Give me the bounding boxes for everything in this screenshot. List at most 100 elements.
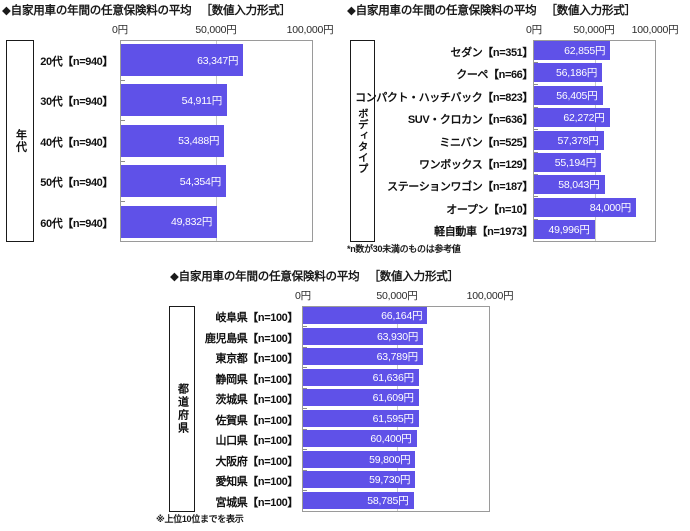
category-label: オープン【n=10】	[446, 203, 533, 216]
chart-bodytype-plot: ボディタイプ セダン【n=351】 62,855円 クーペ【n=66】 56,1…	[345, 40, 690, 244]
bar-value: 49,996円	[548, 224, 590, 237]
chart-bodytype-rows: セダン【n=351】 62,855円 クーペ【n=66】 56,186円 コンパ…	[345, 40, 690, 242]
category-label: 30代【n=940】	[40, 96, 113, 109]
bar-value: 58,785円	[367, 494, 409, 507]
bar: 53,488円	[121, 124, 225, 157]
bar: 56,186円	[534, 63, 603, 83]
bar: 49,832円	[121, 205, 218, 238]
bar: 57,378円	[534, 130, 604, 150]
bar-row: 軽自動車【n=1973】 49,996円	[345, 219, 690, 241]
bar-row: 佐賀県【n=100】 61,595円	[156, 409, 556, 430]
axis-tick-50000: 50,000円	[573, 24, 615, 36]
bar-value: 56,186円	[555, 67, 598, 80]
chart-bodytype: ◆自家用車の年間の任意保険料の平均［数値入力形式］ 0円 50,000円 100…	[345, 2, 690, 254]
chart-age-title: ◆自家用車の年間の任意保険料の平均［数値入力形式］	[2, 2, 345, 18]
category-label: 軽自動車【n=1973】	[434, 226, 533, 239]
category-label: 茨城県【n=100】	[215, 394, 299, 406]
tickmark	[534, 129, 538, 131]
tickmark	[121, 201, 125, 203]
chart-age-title-bracket: ［数値入力形式］	[200, 5, 291, 17]
bar: 63,347円	[121, 44, 244, 76]
bar-row: 40代【n=940】 53,488円	[0, 121, 345, 162]
category-label: 静岡県【n=100】	[215, 373, 299, 386]
bar-row: コンパクト・ハッチバック【n=823】 56,405円	[345, 85, 690, 108]
chart-bodytype-note: *n数が30未満のものは参考値	[347, 244, 461, 254]
bar-value: 53,488円	[178, 135, 220, 148]
tickmark	[303, 469, 307, 471]
tickmark	[534, 62, 538, 63]
category-label: 宮城県【n=100】	[215, 496, 299, 509]
bar-row: ミニバン【n=525】 57,378円	[345, 130, 690, 153]
tickmark	[534, 106, 538, 108]
bar-value: 55,194円	[554, 156, 596, 169]
chart-bodytype-axis: 0円 50,000円 100,000円	[345, 22, 690, 37]
tickmark	[534, 84, 538, 86]
bar-row: 鹿児島県【n=100】 63,930円	[156, 327, 556, 348]
bar: 58,785円	[303, 491, 414, 509]
bar-row: 愛知県【n=100】 59,730円	[156, 470, 556, 491]
bar-value: 63,930円	[376, 330, 419, 343]
chart-age: ◆自家用車の年間の任意保険料の平均［数値入力形式］ 0円 50,000円 100…	[0, 2, 345, 244]
axis-tick-0: 0円	[295, 290, 311, 302]
chart-prefecture-note: ※上位10位までを表示	[156, 514, 244, 524]
chart-prefecture-title: ◆自家用車の年間の任意保険料の平均［数値入力形式］	[170, 268, 556, 284]
tickmark	[121, 80, 125, 81]
bar-value: 57,378円	[557, 134, 599, 147]
bar-row: 20代【n=940】 63,347円	[0, 40, 345, 81]
chart-prefecture-axis-title-box: 都道府県	[169, 306, 195, 512]
axis-tick-0: 0円	[112, 24, 128, 36]
bar-row: 茨城県【n=100】 61,609円	[156, 388, 556, 409]
chart-age-rows: 20代【n=940】 63,347円 30代【n=940】 54,911円 40…	[0, 40, 345, 242]
category-label: 50代【n=940】	[40, 177, 113, 190]
bar: 59,800円	[303, 450, 416, 468]
axis-tick-100000: 100,000円	[286, 24, 334, 36]
category-label: 60代【n=940】	[40, 217, 113, 230]
category-label: 40代【n=940】	[40, 136, 113, 149]
tickmark	[303, 346, 307, 348]
bar-row: 静岡県【n=100】 61,636円	[156, 368, 556, 389]
chart-age-plot: 年代 20代【n=940】 63,347円 30代【n=940】 54,911円	[0, 40, 345, 244]
tickmark	[534, 218, 538, 220]
bar: 63,789円	[303, 348, 423, 365]
tickmark	[303, 387, 307, 389]
chart-age-axis: 0円 50,000円 100,000円	[0, 22, 345, 37]
bar-value: 61,609円	[372, 392, 414, 404]
category-label: SUV・クロカン【n=636】	[407, 114, 534, 127]
bar-row: 岐阜県【n=100】 66,164円	[156, 306, 556, 327]
bar: 56,405円	[534, 85, 603, 105]
bar-row: 宮城県【n=100】 58,785円	[156, 491, 556, 512]
bar-value: 54,354円	[179, 175, 221, 188]
bar: 62,272円	[534, 108, 610, 128]
bar-value: 56,405円	[556, 89, 598, 102]
bar: 61,636円	[303, 368, 419, 386]
axis-tick-0: 0円	[526, 24, 542, 36]
bar-row: クーペ【n=66】 56,186円	[345, 62, 690, 86]
category-label: 佐賀県【n=100】	[215, 414, 299, 427]
bar-row: 30代【n=940】 54,911円	[0, 80, 345, 122]
bar-value: 62,855円	[564, 45, 606, 57]
category-label: コンパクト・ハッチバック【n=823】	[355, 91, 533, 104]
bar-row: 山口県【n=100】 60,400円	[156, 429, 556, 450]
bar: 63,930円	[303, 327, 424, 345]
bar-value: 62,272円	[563, 112, 605, 125]
chart-bodytype-title: ◆自家用車の年間の任意保険料の平均［数値入力形式］	[347, 2, 690, 18]
category-label: ミニバン【n=525】	[439, 136, 533, 149]
chart-prefecture-axis-title: 都道府県	[176, 383, 189, 435]
bar: 55,194円	[534, 152, 601, 172]
tickmark	[534, 151, 538, 153]
tickmark	[534, 173, 538, 175]
bar-value: 61,595円	[372, 412, 414, 425]
bar: 59,730円	[303, 471, 416, 488]
tickmark	[121, 160, 125, 162]
bar-row: オープン【n=10】 84,000円	[345, 197, 690, 220]
category-label: 20代【n=940】	[40, 56, 113, 68]
tickmark	[303, 408, 307, 409]
tickmark	[303, 490, 307, 491]
chart-age-axis-title: 年代	[14, 129, 27, 153]
chart-prefecture: ◆自家用車の年間の任意保険料の平均［数値入力形式］ 0円 50,000円 100…	[156, 268, 556, 524]
bar-row: ワンボックス【n=129】 55,194円	[345, 152, 690, 175]
bar: 61,609円	[303, 389, 419, 406]
bar-row: SUV・クロカン【n=636】 62,272円	[345, 107, 690, 131]
bar-row: ステーションワゴン【n=187】 58,043円	[345, 174, 690, 198]
bar: 54,354円	[121, 165, 226, 198]
